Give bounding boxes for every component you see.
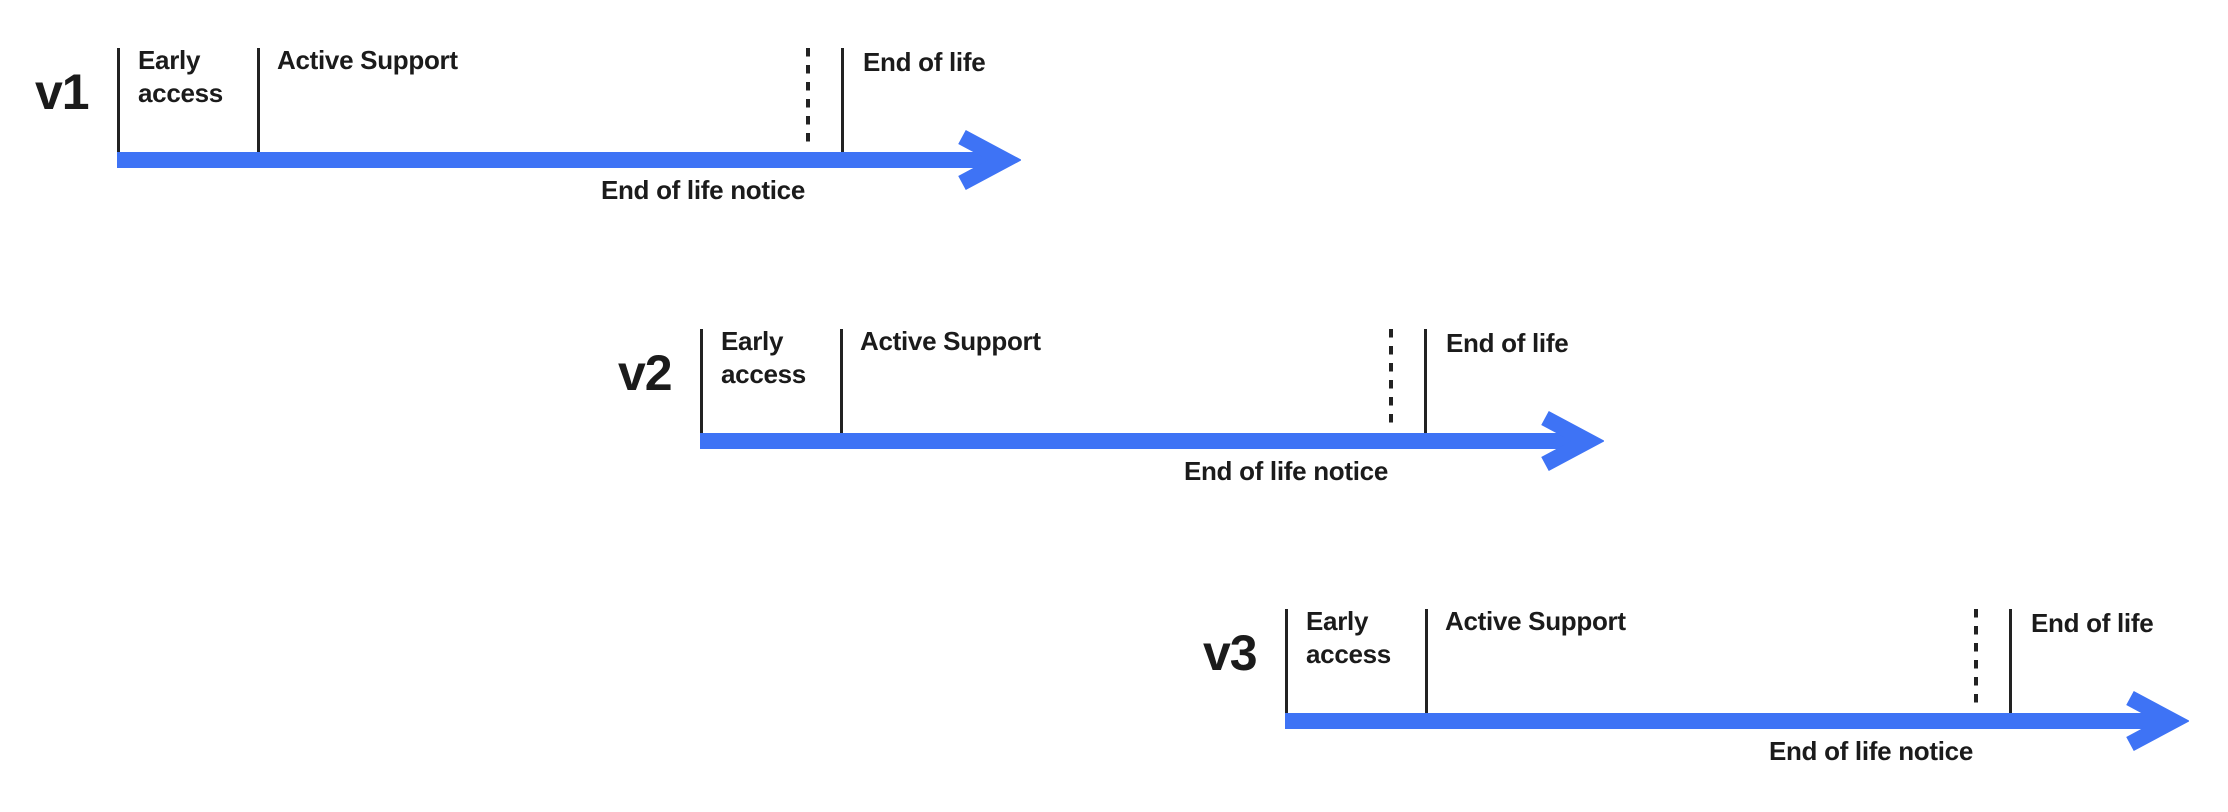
- end-of-life-tick: [841, 48, 844, 154]
- end-of-life-tick: [1424, 329, 1427, 435]
- early-access-label: Early access: [138, 45, 223, 108]
- version-label: v1: [35, 64, 90, 120]
- timeline-arrow-icon: [700, 410, 1604, 472]
- early-access-start-tick: [117, 48, 120, 152]
- early-access-label: Early access: [721, 326, 806, 389]
- timeline-arrow-icon: [117, 129, 1021, 191]
- version-label: v2: [618, 345, 673, 401]
- eol-notice-dashed-line: [1389, 329, 1393, 428]
- end-of-life-tick: [2009, 609, 2012, 715]
- early-access-start-tick: [1285, 609, 1288, 713]
- eol-notice-label: End of life notice: [600, 175, 805, 205]
- active-support-label: Active Support: [277, 45, 458, 75]
- active-support-start-tick: [1425, 609, 1428, 713]
- active-support-start-tick: [840, 329, 843, 433]
- end-of-life-label: End of life: [863, 47, 986, 77]
- eol-notice-label: End of life notice: [1768, 736, 1973, 766]
- timeline-row-v3: v3 Early access Active Support End of li…: [1185, 601, 2200, 779]
- timeline-row-v2: v2 Early access Active Support End of li…: [600, 321, 1615, 499]
- active-support-label: Active Support: [860, 326, 1041, 356]
- timeline-row-v1: v1 Early access Active Support End of li…: [17, 40, 1032, 218]
- eol-notice-dashed-line: [806, 48, 810, 147]
- active-support-start-tick: [257, 48, 260, 152]
- early-access-start-tick: [700, 329, 703, 433]
- version-label: v3: [1203, 625, 1258, 681]
- end-of-life-label: End of life: [2031, 608, 2154, 638]
- timeline-arrow-icon: [1285, 690, 2189, 752]
- end-of-life-label: End of life: [1446, 328, 1569, 358]
- active-support-label: Active Support: [1445, 606, 1626, 636]
- eol-notice-label: End of life notice: [1183, 456, 1388, 486]
- eol-notice-dashed-line: [1974, 609, 1978, 708]
- early-access-label: Early access: [1306, 606, 1391, 669]
